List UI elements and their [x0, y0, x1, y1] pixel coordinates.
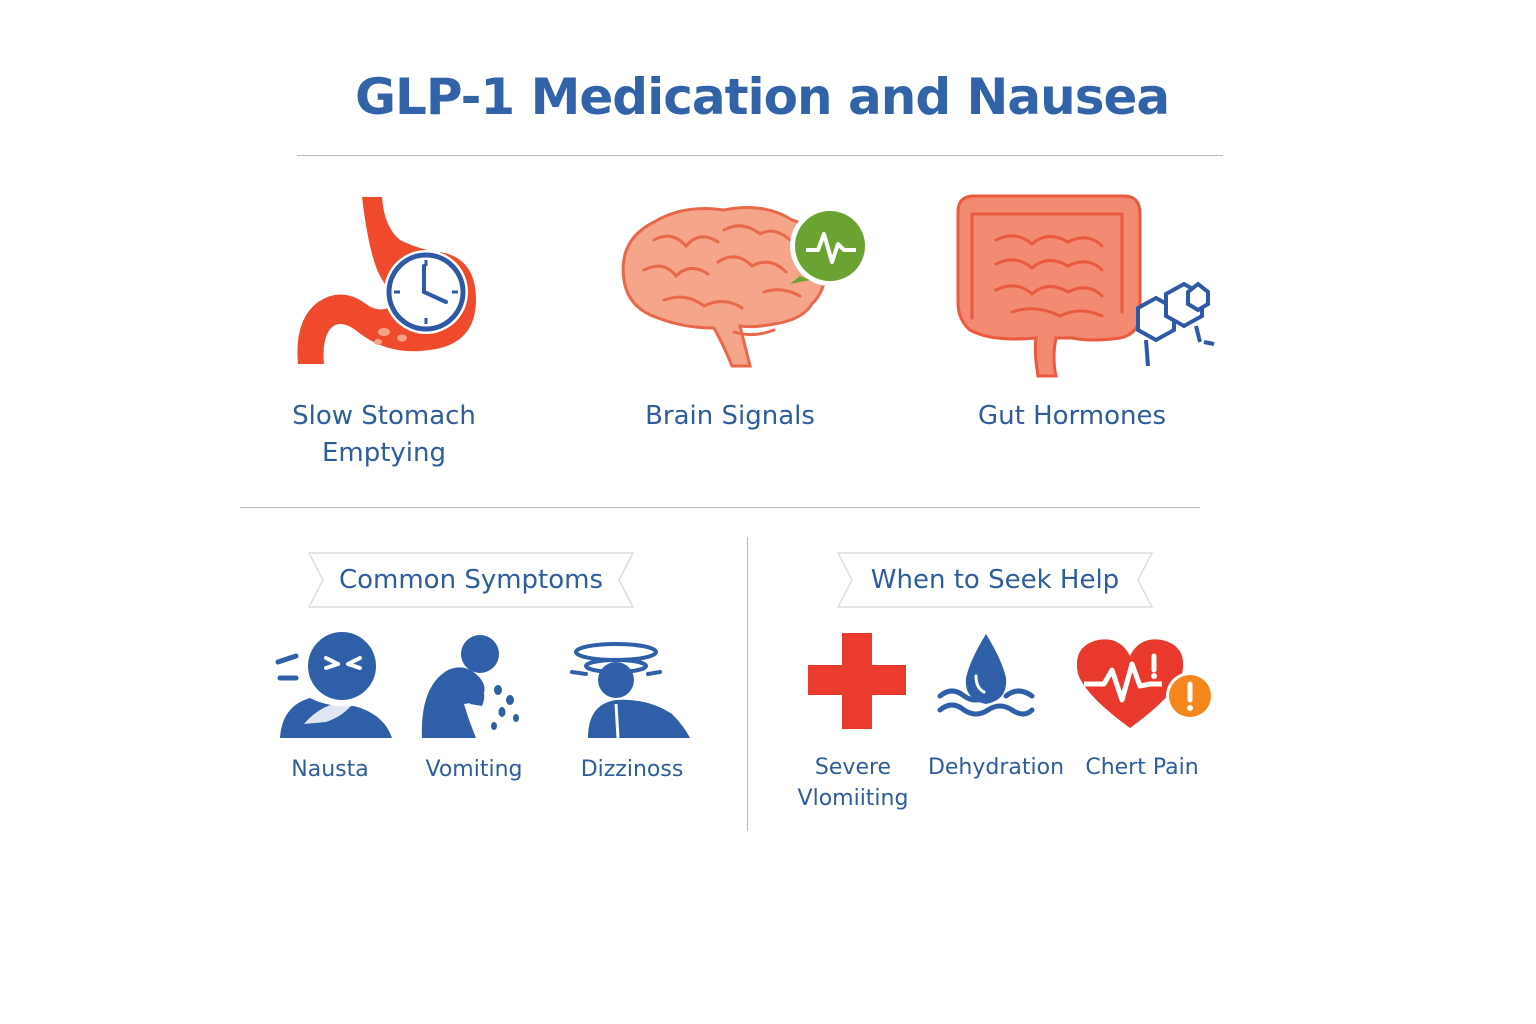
page-title: GLP-1 Medication and Nausea [355, 68, 1170, 126]
help-label-dehydration: Dehydration [927, 755, 1065, 780]
stomach-clock-icon [297, 197, 476, 364]
heart-warning-icon [1076, 639, 1214, 728]
water-drop-icon [937, 634, 1035, 717]
symptom-label-dizziness: Dizzinoss [580, 757, 684, 782]
mechanism-label-brain: Brain Signals [645, 401, 815, 431]
symptom-label-nausea: Nausta [291, 757, 369, 782]
mechanism-label-gut: Gut Hormones [977, 401, 1167, 431]
help-banner: When to Seek Help [836, 552, 1154, 608]
top-divider [297, 155, 1223, 156]
medical-cross-icon [808, 633, 906, 729]
mechanism-label-stomach: Slow Stomach Emptying [292, 401, 476, 468]
intestine-hormone-icon [956, 194, 1215, 378]
symptoms-banner: Common Symptoms [307, 552, 635, 608]
dizzy-person-icon [570, 642, 690, 739]
vomiting-person-icon [421, 635, 519, 738]
vertical-divider [747, 537, 748, 831]
brain-signal-icon [621, 206, 870, 368]
middle-divider [240, 507, 1200, 508]
help-heading: When to Seek Help [870, 565, 1120, 595]
help-label-chest-pain: Chert Pain [1085, 755, 1199, 780]
symptom-label-vomiting: Vomiting [425, 757, 523, 782]
symptoms-heading: Common Symptoms [338, 565, 604, 595]
nausea-person-icon [275, 632, 392, 738]
help-label-severe-vomiting: Severe Vlomiiting [797, 755, 909, 811]
